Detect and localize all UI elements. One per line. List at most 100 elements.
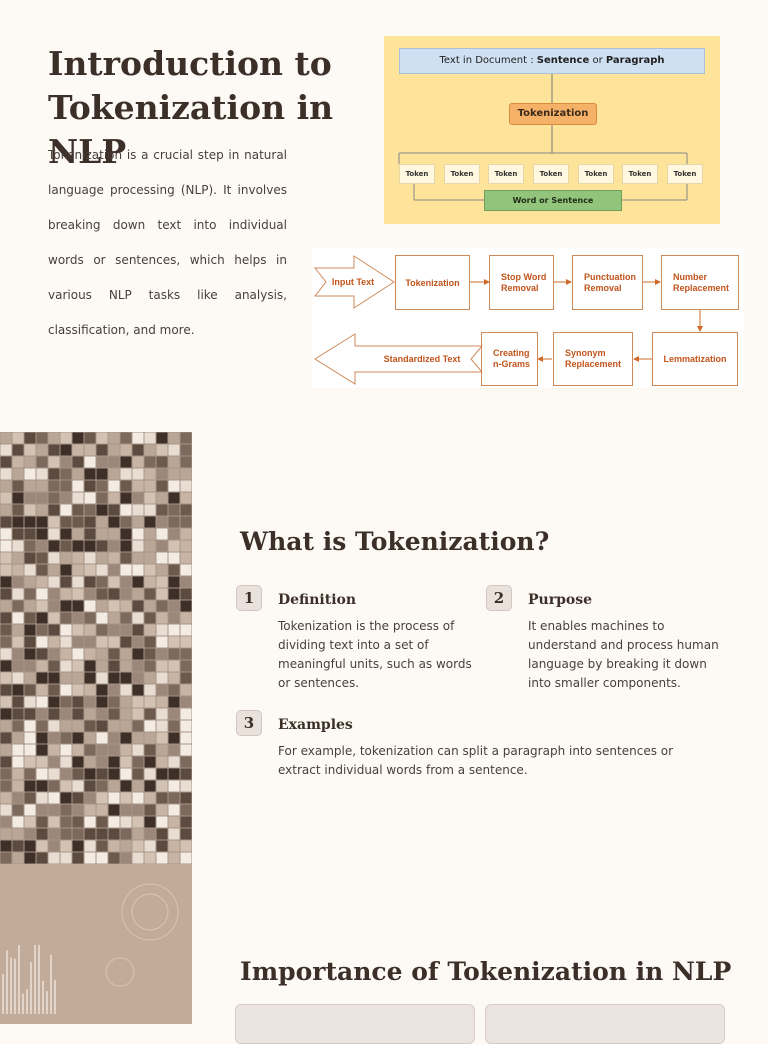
mosaic-tile [180,456,192,468]
mosaic-tile [24,816,36,828]
mosaic-tile [0,768,12,780]
mosaic-tile [48,492,60,504]
photo-circle [121,883,179,941]
mosaic-tile [48,708,60,720]
mosaic-tile [72,792,84,804]
mosaic-tile [96,780,108,792]
mosaic-tile [144,672,156,684]
mosaic-tile [156,612,168,624]
token-box: Token [667,164,703,184]
input-arrow-shape [313,255,395,309]
mosaic-tile [84,660,96,672]
mosaic-tile [0,612,12,624]
mosaic-tile [48,720,60,732]
mosaic-tile [72,660,84,672]
mosaic-tile [156,696,168,708]
mosaic-tile [108,636,120,648]
mosaic-tile [180,480,192,492]
mosaic-tile [12,624,24,636]
mosaic-tile [108,516,120,528]
mosaic-tile [156,540,168,552]
mosaic-tile [12,552,24,564]
mosaic-tile [60,780,72,792]
mosaic-tile [96,684,108,696]
mosaic-tile [24,480,36,492]
mosaic-tile [168,492,180,504]
mosaic-tile [168,444,180,456]
mosaic-tile [36,552,48,564]
mosaic-tile [168,660,180,672]
mosaic-tile [120,828,132,840]
mosaic-tile [96,840,108,852]
mosaic-tile [156,792,168,804]
mosaic-tile [180,768,192,780]
mosaic-tile [132,720,144,732]
mosaic-tile [12,660,24,672]
mosaic-tile [0,564,12,576]
mosaic-tile [36,576,48,588]
mosaic-tile [108,432,120,444]
mosaic-tile [60,504,72,516]
mosaic-tile [108,552,120,564]
photo-bar-line [18,945,20,1014]
mosaic-tile [84,792,96,804]
mosaic-tile [24,504,36,516]
mosaic-tile [84,564,96,576]
mosaic-tile [120,840,132,852]
mosaic-tile [96,732,108,744]
mosaic-tile [12,840,24,852]
mosaic-tile [36,684,48,696]
mosaic-tile [84,576,96,588]
mosaic-tile [180,444,192,456]
mosaic-tile [96,828,108,840]
mosaic-tile [108,804,120,816]
mosaic-tile [72,552,84,564]
flow-synonym-replacement: Synonym Replacement [553,332,633,386]
mosaic-tile [36,468,48,480]
mosaic-tile [24,564,36,576]
mosaic-tile [36,612,48,624]
flow-arrows [313,255,703,385]
mosaic-tile [36,480,48,492]
mosaic-tile [0,600,12,612]
mosaic-tile [48,564,60,576]
mosaic-tile [96,480,108,492]
mosaic-tile [24,444,36,456]
mosaic-tile [96,432,108,444]
mosaic-tile [180,600,192,612]
mosaic-tile [60,624,72,636]
mosaic-tile [12,648,24,660]
mosaic-tile [12,684,24,696]
mosaic-tile [96,816,108,828]
mosaic-tile [132,648,144,660]
mosaic-tile [0,744,12,756]
mosaic-tile [12,768,24,780]
item-text-purpose: It enables machines to understand and pr… [528,619,719,690]
flow-lemmatization: Lemmatization [652,332,738,386]
mosaic-tile [168,504,180,516]
mosaic-tile [60,816,72,828]
mosaic-tile [48,696,60,708]
mosaic-tile [0,792,12,804]
mosaic-tile [156,564,168,576]
mosaic-tile [60,636,72,648]
mosaic-tile [24,744,36,756]
mosaic-tile [24,672,36,684]
mosaic-tile [12,720,24,732]
mosaic-tile [24,552,36,564]
mosaic-tile [168,432,180,444]
mosaic-tile [84,720,96,732]
importance-card [235,1004,475,1044]
mosaic-tile [108,540,120,552]
mosaic-tile [48,540,60,552]
mosaic-tile [108,780,120,792]
mosaic-tile [24,468,36,480]
mosaic-tile [96,720,108,732]
mosaic-tile [144,660,156,672]
mosaic-tile [60,684,72,696]
mosaic-tile [0,552,12,564]
mosaic-tile [24,492,36,504]
mosaic-tile [108,576,120,588]
mosaic-tile [0,672,12,684]
mosaic-tile [108,744,120,756]
